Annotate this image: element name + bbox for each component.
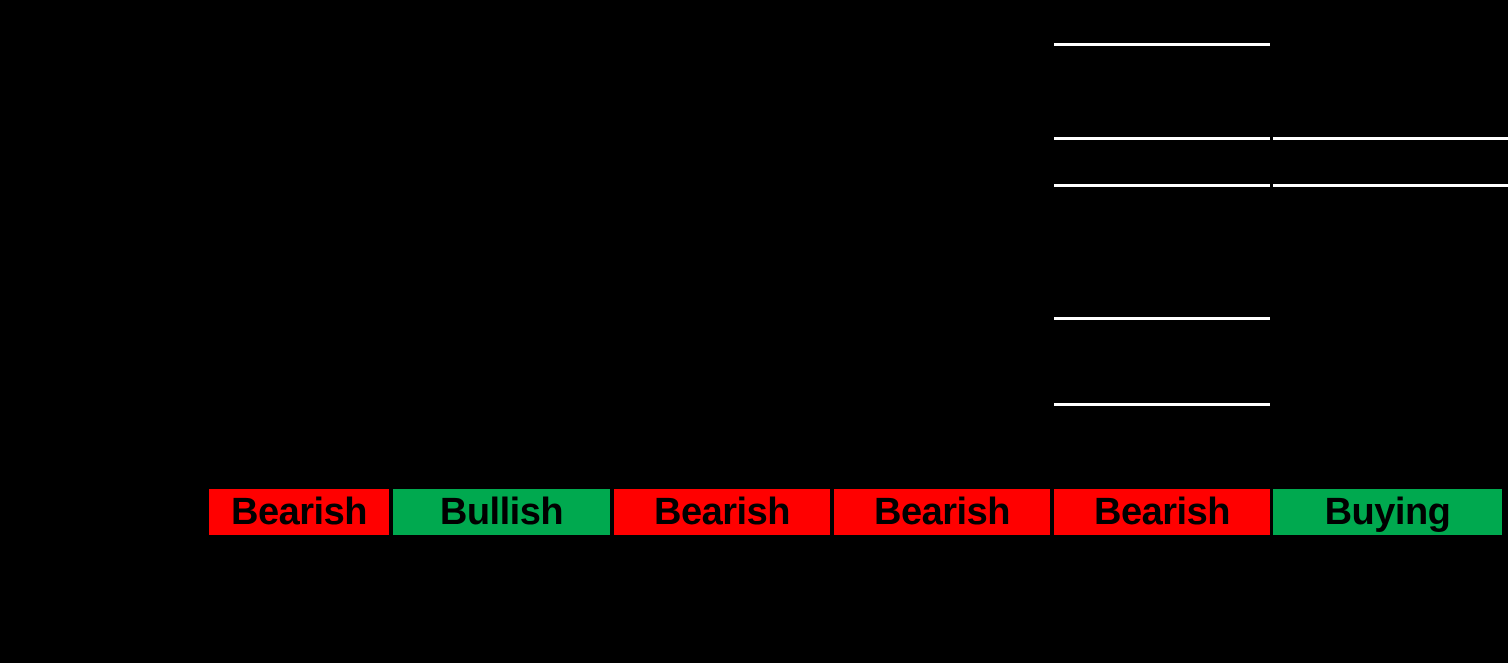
sentiment-cell-1[interactable]: Bearish bbox=[209, 489, 389, 535]
rule-line-3 bbox=[1273, 137, 1508, 140]
sentiment-cell-3[interactable]: Bearish bbox=[614, 489, 830, 535]
sentiment-cell-label: Buying bbox=[1324, 491, 1451, 533]
rule-line-6 bbox=[1054, 317, 1270, 320]
sentiment-cell-label: Bearish bbox=[231, 491, 367, 533]
sentiment-cell-label: Bearish bbox=[1094, 491, 1230, 533]
sentiment-cell-2[interactable]: Bullish bbox=[393, 489, 610, 535]
rule-line-1 bbox=[1054, 43, 1270, 46]
sentiment-status-row: Bearish Bullish Bearish Bearish Bearish Buyin… bbox=[209, 489, 1502, 535]
sentiment-cell-5[interactable]: Bearish bbox=[1054, 489, 1270, 535]
sentiment-cell-label: Bearish bbox=[654, 491, 790, 533]
rule-line-2 bbox=[1054, 137, 1270, 140]
sentiment-cell-label: Bullish bbox=[439, 491, 564, 533]
sentiment-cell-label: Bearish bbox=[874, 491, 1010, 533]
rule-line-4 bbox=[1054, 184, 1270, 187]
sentiment-cell-4[interactable]: Bearish bbox=[834, 489, 1050, 535]
rule-line-7 bbox=[1054, 403, 1270, 406]
sentiment-cell-6[interactable]: Buying bbox=[1273, 489, 1502, 535]
rule-line-5 bbox=[1273, 184, 1508, 187]
